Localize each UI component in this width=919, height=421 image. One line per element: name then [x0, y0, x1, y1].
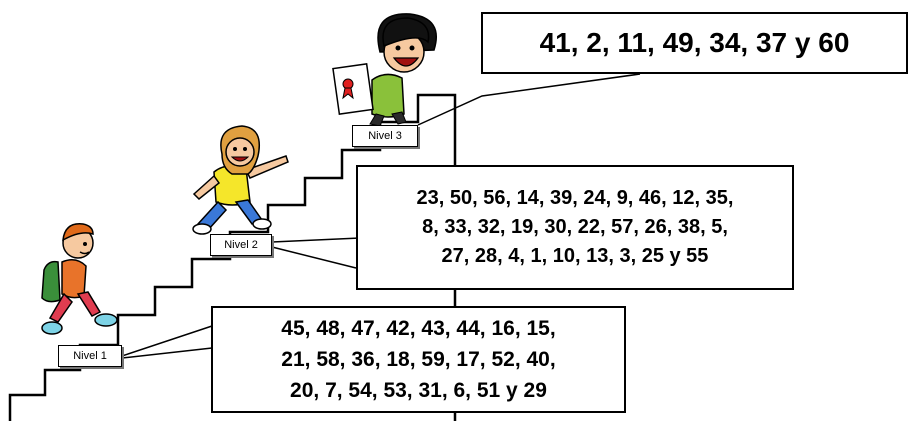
- level-1-numbers-line-1: 45, 48, 47, 42, 43, 44, 16, 15,: [281, 317, 556, 340]
- pointer-line-2: [271, 237, 361, 243]
- level-3-tag: Nivel 3: [352, 125, 418, 147]
- level-1-numbers-line-3: 20, 7, 54, 53, 31, 6, 51 y 29: [290, 379, 547, 402]
- level-2-tag: Nivel 2: [210, 234, 272, 256]
- level-1-numbers-callout: 45, 48, 47, 42, 43, 44, 16, 15, 21, 58, …: [211, 306, 626, 413]
- pointer-line-2b: [271, 246, 357, 269]
- level-2-numbers-callout: 23, 50, 56, 14, 39, 24, 9, 46, 12, 35, 8…: [356, 165, 794, 290]
- level-3-numbers-line-1: 41, 2, 11, 49, 34, 37 y 60: [539, 27, 850, 58]
- kid-level-1-illustration: [41, 223, 118, 335]
- kid-level-3-illustration: [332, 13, 437, 127]
- pointer-line-1b: [121, 347, 213, 359]
- pointer-line-3: [417, 73, 641, 126]
- level-2-numbers-line-1: 23, 50, 56, 14, 39, 24, 9, 46, 12, 35,: [416, 187, 734, 209]
- kid-level-2-illustration: [192, 125, 289, 235]
- level-1-tag: Nivel 1: [58, 345, 122, 367]
- pointer-lines: [121, 73, 641, 359]
- level-2-numbers-line-2: 8, 33, 32, 19, 30, 22, 57, 26, 38, 5,: [422, 216, 728, 238]
- level-1-numbers-line-2: 21, 58, 36, 18, 59, 17, 52, 40,: [281, 348, 556, 371]
- level-3-numbers-callout: 41, 2, 11, 49, 34, 37 y 60: [481, 12, 908, 74]
- level-2-numbers-line-3: 27, 28, 4, 1, 10, 13, 3, 25 y 55: [441, 245, 709, 267]
- pointer-line-1: [121, 325, 213, 357]
